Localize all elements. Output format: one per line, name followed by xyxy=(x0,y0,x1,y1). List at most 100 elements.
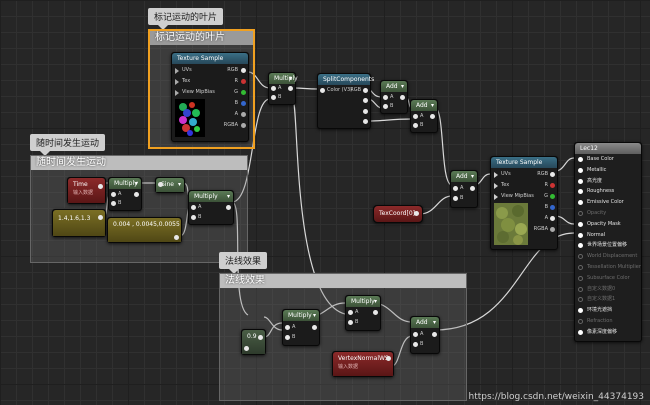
input-pin-icon[interactable] xyxy=(383,104,388,109)
multiply-node-top[interactable]: Multiply▾ A B xyxy=(268,72,298,105)
output-pin-icon[interactable] xyxy=(432,332,437,337)
output-pin-icon[interactable] xyxy=(98,215,103,220)
material-input-pin-icon[interactable] xyxy=(578,232,583,238)
input-pin-icon[interactable] xyxy=(111,192,116,197)
input-pin-icon[interactable] xyxy=(111,201,116,206)
multiply-node-normal-1[interactable]: Multiply▾ A B xyxy=(282,309,320,346)
output-pin-icon[interactable] xyxy=(373,310,378,315)
input-pin-icon[interactable] xyxy=(271,95,276,100)
input-pin-icon[interactable] xyxy=(348,310,353,315)
vector-constant-node[interactable]: 0.004 , 0.0045,0.0055 xyxy=(107,217,182,243)
input-pin-icon[interactable] xyxy=(285,335,290,340)
output-pin-icon[interactable] xyxy=(288,86,293,91)
texture-sample-node-2[interactable]: Texture Sample UVs Tex View MipBias RGB … xyxy=(490,156,558,250)
output-pin-icon[interactable] xyxy=(241,112,246,117)
output-pin-icon[interactable] xyxy=(550,194,555,199)
input-pin-icon[interactable] xyxy=(453,186,458,191)
material-input-pin-icon[interactable] xyxy=(578,200,583,206)
texture-sample-node-1[interactable]: Texture Sample UVs Tex View MipBias RGB … xyxy=(171,52,249,142)
material-input-pin-icon[interactable] xyxy=(578,189,583,195)
material-input-pin-icon[interactable] xyxy=(578,221,583,227)
input-pin-icon[interactable] xyxy=(320,88,325,93)
input-pin-icon[interactable] xyxy=(175,79,179,85)
output-pin-icon[interactable] xyxy=(430,114,435,119)
input-pin-icon[interactable] xyxy=(175,68,179,74)
output-pin-icon[interactable] xyxy=(550,183,555,188)
input-pin-icon[interactable] xyxy=(285,325,290,330)
multiply-node-normal-2[interactable]: Multiply▾ A B xyxy=(345,295,381,331)
add-node-normal[interactable]: Add▾ A B xyxy=(410,316,440,354)
output-pin-icon[interactable] xyxy=(386,356,391,361)
input-pin-icon[interactable] xyxy=(494,183,498,189)
material-input-pin-icon[interactable] xyxy=(578,211,583,216)
material-input-pin-icon[interactable] xyxy=(578,286,583,292)
output-pin-icon[interactable] xyxy=(174,235,179,240)
output-pin-icon[interactable] xyxy=(312,325,317,330)
output-pin-icon[interactable] xyxy=(241,123,246,128)
input-pin-icon[interactable] xyxy=(348,320,353,325)
output-pin-icon[interactable] xyxy=(241,101,246,106)
input-pin-icon[interactable] xyxy=(383,95,388,100)
material-input-pin-icon[interactable] xyxy=(578,178,583,184)
input-pin-icon[interactable] xyxy=(453,196,458,201)
input-pin-icon[interactable] xyxy=(413,332,418,337)
output-pin-icon[interactable] xyxy=(550,205,555,210)
material-input-pin-icon[interactable] xyxy=(578,319,583,324)
output-pin-icon[interactable] xyxy=(134,192,139,197)
wire-mul-n1-b xyxy=(263,316,283,331)
split-components-node[interactable]: SplitComponents Color (V3) RGB xyxy=(317,73,374,129)
material-input-pin-icon[interactable] xyxy=(578,297,583,303)
material-input-pin-icon[interactable] xyxy=(578,254,583,260)
material-input-pin-icon[interactable] xyxy=(578,265,583,270)
input-pin-icon[interactable] xyxy=(271,86,276,91)
input-pin-icon[interactable] xyxy=(244,346,249,351)
constant3-node[interactable]: 1.4,1.6,1.3 xyxy=(52,209,106,237)
output-pin-icon[interactable] xyxy=(258,335,263,340)
output-pin-icon[interactable] xyxy=(550,172,555,177)
material-input-pin-icon[interactable] xyxy=(578,329,583,335)
input-pin-icon[interactable] xyxy=(175,90,179,96)
output-pin-icon[interactable] xyxy=(363,119,368,124)
output-pin-icon[interactable] xyxy=(363,109,368,114)
vertex-normal-ws-node[interactable]: VertexNormalWS 输入数据 xyxy=(332,351,394,377)
output-pin-icon[interactable] xyxy=(241,90,246,95)
pin-mipbias: View MipBias xyxy=(182,89,215,95)
output-pin-icon[interactable] xyxy=(414,211,419,216)
input-pin-icon[interactable] xyxy=(191,215,196,220)
output-pin-icon[interactable] xyxy=(241,79,246,84)
multiply-node-mid[interactable]: Multiply▾ A B xyxy=(188,190,234,225)
output-pin-icon[interactable] xyxy=(363,98,368,103)
comment-box-normal[interactable]: 法线效果 xyxy=(219,273,467,401)
output-pin-icon[interactable] xyxy=(470,186,475,191)
time-node[interactable]: Time 输入数据 xyxy=(67,177,106,204)
material-input-pin-icon[interactable] xyxy=(578,167,583,173)
material-input-label: 自定义数据0 xyxy=(587,285,616,292)
input-pin-icon[interactable] xyxy=(158,182,163,187)
multiply-node-time[interactable]: Multiply▾ A B xyxy=(108,177,142,211)
material-input-pin-icon[interactable] xyxy=(578,157,583,162)
input-pin-icon[interactable] xyxy=(413,114,418,119)
output-pin-icon[interactable] xyxy=(550,216,555,221)
texcoord-node[interactable]: TexCoord[0] xyxy=(373,205,423,223)
input-pin-icon[interactable] xyxy=(191,205,196,210)
material-input-pin-icon[interactable] xyxy=(578,308,583,314)
output-pin-icon[interactable] xyxy=(241,68,246,73)
sine-node[interactable]: Sine▾ xyxy=(155,177,185,193)
add-node-2[interactable]: Add▾ A B xyxy=(410,99,438,133)
output-pin-icon[interactable] xyxy=(98,184,103,189)
add-node-1[interactable]: Add▾ A B xyxy=(380,80,408,114)
material-input-pin-icon[interactable] xyxy=(578,243,583,249)
add-node-3[interactable]: Add▾ A B xyxy=(450,170,478,208)
output-pin-icon[interactable] xyxy=(363,88,368,93)
input-pin-icon[interactable] xyxy=(494,194,498,200)
constant-0-9-node[interactable]: 0.9 xyxy=(241,329,266,355)
input-pin-icon[interactable] xyxy=(413,123,418,128)
comment-title-time: 随时间发生运动 xyxy=(31,156,247,170)
output-pin-icon[interactable] xyxy=(400,95,405,100)
input-pin-icon[interactable] xyxy=(413,342,418,347)
input-pin-icon[interactable] xyxy=(494,172,498,178)
output-pin-icon[interactable] xyxy=(550,227,555,232)
output-pin-icon[interactable] xyxy=(226,205,231,210)
material-input-pin-icon[interactable] xyxy=(578,275,583,281)
